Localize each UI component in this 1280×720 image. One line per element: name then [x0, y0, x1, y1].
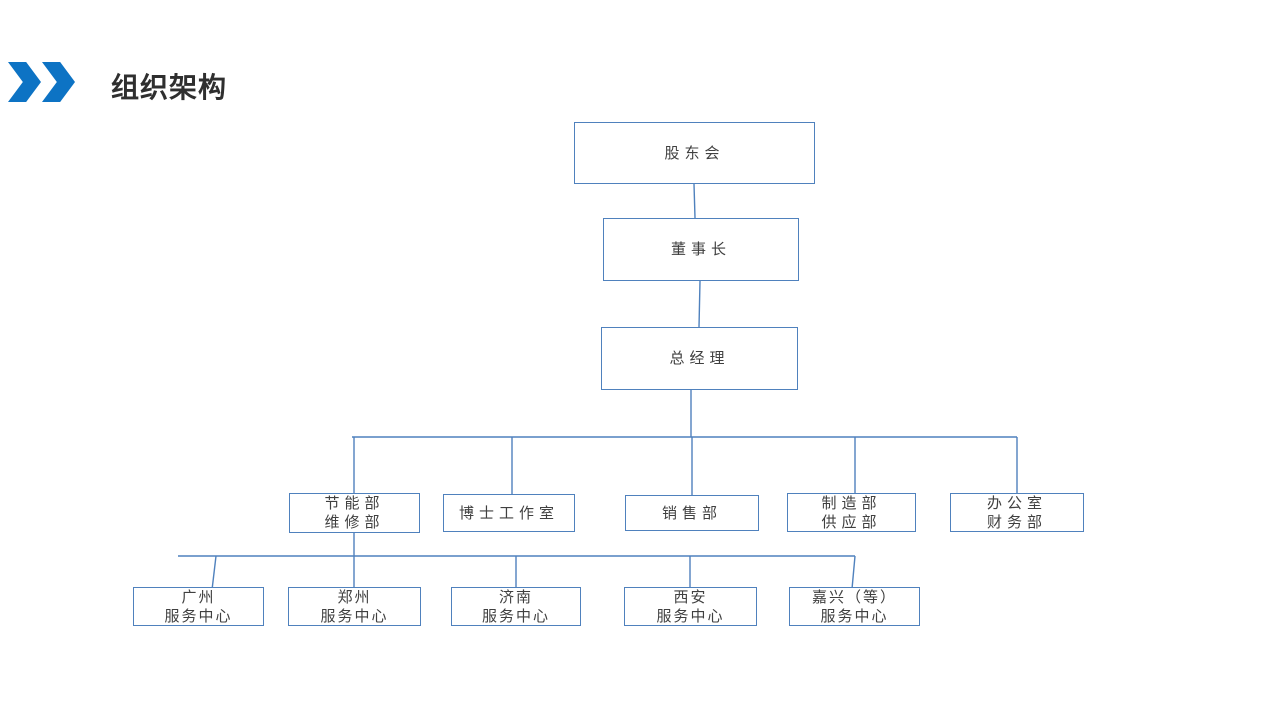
org-node-doctor-studio: 博士工作室 — [443, 494, 575, 532]
org-node-shareholders: 股东会 — [574, 122, 815, 184]
org-node-guangzhou-service-center: 广州 服务中心 — [133, 587, 264, 626]
org-node-xian-service-center: 西安 服务中心 — [624, 587, 757, 626]
org-node-general-manager: 总经理 — [601, 327, 798, 390]
org-node-energy-maintenance: 节能部 维修部 — [289, 493, 420, 533]
double-chevron-icon — [8, 62, 78, 102]
org-node-zhengzhou-service-center: 郑州 服务中心 — [288, 587, 421, 626]
slide-header — [8, 62, 78, 102]
org-node-jinan-service-center: 济南 服务中心 — [451, 587, 581, 626]
org-node-jiaxing-service-center: 嘉兴（等） 服务中心 — [789, 587, 920, 626]
org-node-manufacturing-supply: 制造部 供应部 — [787, 493, 916, 532]
page-title: 组织架构 — [111, 72, 228, 103]
org-node-office-finance: 办公室 财务部 — [950, 493, 1084, 532]
org-node-sales: 销售部 — [625, 495, 759, 531]
org-node-chairman: 董事长 — [603, 218, 799, 281]
